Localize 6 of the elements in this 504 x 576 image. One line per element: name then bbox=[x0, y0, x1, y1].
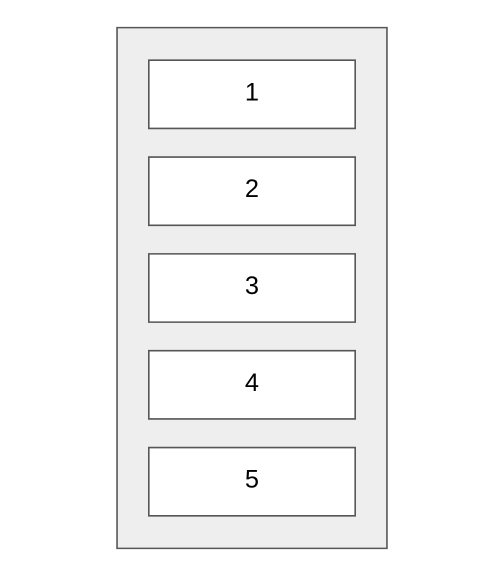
node-box: 4 bbox=[148, 350, 356, 420]
node-box: 2 bbox=[148, 156, 356, 226]
node-box: 5 bbox=[148, 446, 356, 517]
node-box: 3 bbox=[148, 253, 356, 323]
node-box: 1 bbox=[148, 59, 356, 130]
cluster bbox=[116, 26, 388, 550]
